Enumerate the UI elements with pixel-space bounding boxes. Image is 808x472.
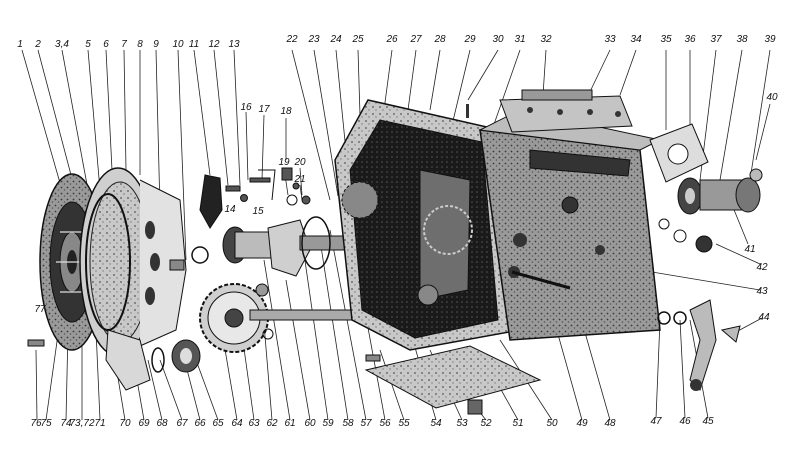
part-label: 61 <box>284 418 296 429</box>
part-label: 48 <box>604 418 616 429</box>
part-label: 3,4 <box>55 39 69 50</box>
part-label: 1 <box>17 39 23 50</box>
part-label: 7 <box>121 39 127 50</box>
part-label: 37 <box>710 34 722 45</box>
part-label: 17 <box>258 104 270 115</box>
ring-seal <box>191 246 209 264</box>
part-label: 66 <box>194 418 206 429</box>
part-label: 28 <box>434 34 446 45</box>
part-label: 42 <box>756 262 768 273</box>
part-label: 58 <box>342 418 354 429</box>
part-label: 38 <box>736 34 748 45</box>
part-label: 14 <box>224 204 236 215</box>
part-label: 73,72 <box>69 418 95 429</box>
part-label: 23 <box>308 34 320 45</box>
pressure-plate-assembly <box>79 167 187 357</box>
part-label: 35 <box>660 34 672 45</box>
part-label: 16 <box>240 102 252 113</box>
part-label: 76 <box>30 418 42 429</box>
dowel-pin-2 <box>365 354 381 362</box>
part-label: 19 <box>278 157 290 168</box>
part-label: 54 <box>430 418 442 429</box>
part-label: 62 <box>266 418 278 429</box>
part-label: 11 <box>188 39 200 50</box>
part-label: 69 <box>138 418 150 429</box>
part-label: 43 <box>756 286 768 297</box>
part-label: 75 <box>40 418 52 429</box>
drain-plug <box>467 399 483 415</box>
part-label: 15 <box>252 206 264 217</box>
part-label: 39 <box>764 34 776 45</box>
part-label: 2 <box>35 39 41 50</box>
part-label: 65 <box>212 418 224 429</box>
part-label: 30 <box>492 34 504 45</box>
part-label: 52 <box>480 418 492 429</box>
part-label: 6 <box>103 39 109 50</box>
part-label: 55 <box>398 418 410 429</box>
shift-fork <box>657 299 741 391</box>
bottom-cover <box>364 345 542 409</box>
part-label: 50 <box>546 418 558 429</box>
small-bolts <box>225 167 311 206</box>
part-label: 12 <box>208 39 220 50</box>
clutch-fork-lever <box>199 174 223 229</box>
dowel-pin <box>27 339 45 347</box>
part-label: 57 <box>360 418 372 429</box>
part-label: 26 <box>386 34 398 45</box>
part-label: 9 <box>153 39 159 50</box>
part-label: 18 <box>280 106 292 117</box>
part-label: 34 <box>630 34 642 45</box>
clutch-cover-plate <box>105 329 151 391</box>
part-label: 51 <box>512 418 524 429</box>
part-label: 41 <box>744 244 756 255</box>
part-label: 32 <box>540 34 552 45</box>
part-label: 56 <box>379 418 391 429</box>
part-label: 25 <box>352 34 364 45</box>
part-label: 77 <box>34 304 46 315</box>
countershaft-gear <box>151 283 411 373</box>
part-label: 31 <box>514 34 526 45</box>
part-label: 60 <box>304 418 316 429</box>
part-label: 22 <box>286 34 298 45</box>
part-label: 64 <box>231 418 243 429</box>
part-label: 5 <box>85 39 91 50</box>
part-label: 10 <box>172 39 184 50</box>
part-label: 24 <box>330 34 342 45</box>
part-label: 59 <box>322 418 334 429</box>
part-label: 46 <box>679 416 691 427</box>
part-label: 21 <box>294 174 306 185</box>
part-label: 20 <box>294 157 306 168</box>
part-label: 44 <box>758 312 770 323</box>
part-label: 49 <box>576 418 588 429</box>
part-label: 33 <box>604 34 616 45</box>
part-label: 71 <box>94 418 106 429</box>
gearbox-housing <box>334 99 662 351</box>
part-label: 13 <box>228 39 240 50</box>
part-label: 47 <box>650 416 662 427</box>
part-label: 45 <box>702 416 714 427</box>
part-label: 63 <box>248 418 260 429</box>
part-label: 68 <box>156 418 168 429</box>
top-cover <box>499 89 633 133</box>
part-label: 29 <box>464 34 476 45</box>
part-label: 70 <box>119 418 131 429</box>
part-label: 53 <box>456 418 468 429</box>
part-label: 74 <box>60 418 72 429</box>
part-label: 8 <box>137 39 143 50</box>
part-label: 27 <box>410 34 422 45</box>
small-key <box>466 104 469 118</box>
rear-bearing-assembly <box>649 123 763 253</box>
part-label: 36 <box>684 34 696 45</box>
part-label: 67 <box>176 418 188 429</box>
part-label: 40 <box>766 92 778 103</box>
